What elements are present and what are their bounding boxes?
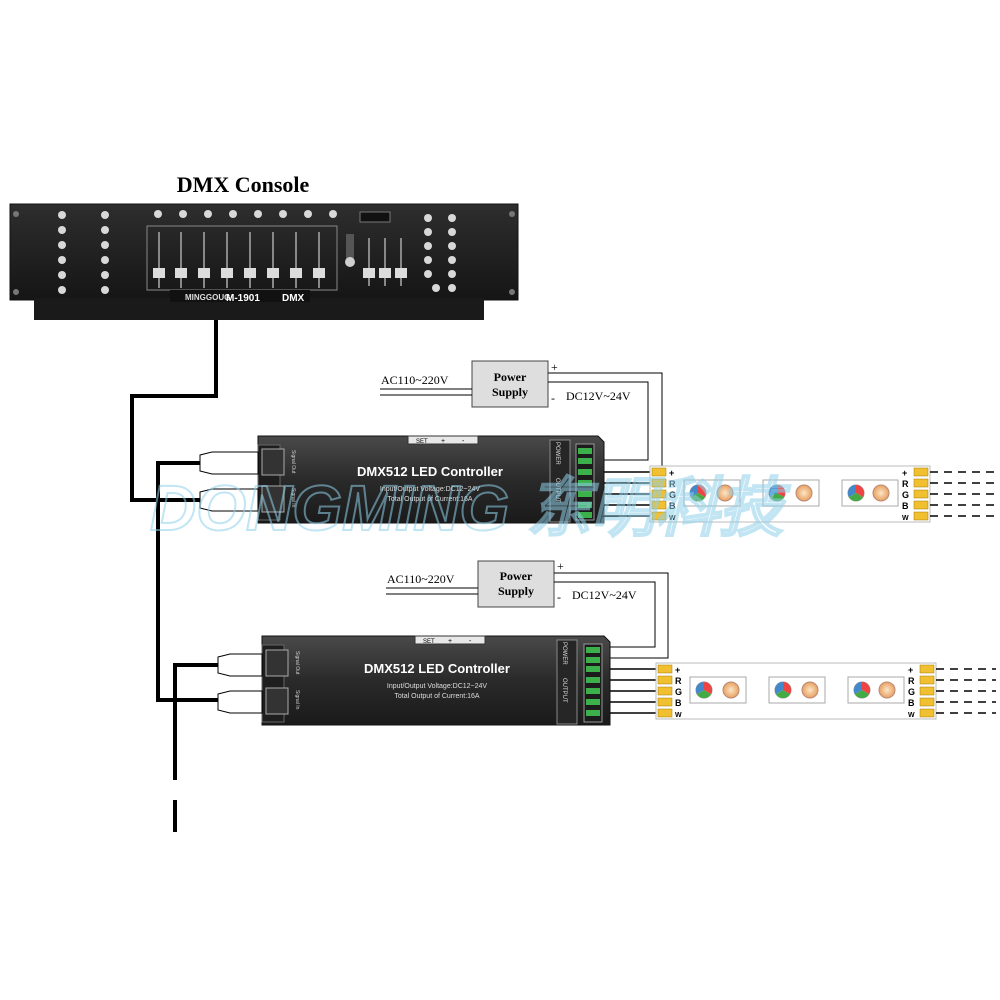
fader-channels bbox=[146, 225, 338, 291]
ctrl1-to-ctrl2-wire bbox=[156, 461, 218, 702]
led-pair bbox=[689, 676, 747, 704]
rj45-signal-out bbox=[261, 448, 285, 476]
strip-continuation bbox=[930, 471, 994, 517]
power-supply-box bbox=[477, 560, 555, 608]
strip-pin-label: G bbox=[902, 490, 909, 500]
minus-terminal: - bbox=[551, 391, 555, 405]
strip-pin-label: G bbox=[675, 687, 682, 697]
console-protocol: DMX bbox=[282, 293, 305, 304]
plus-terminal: + bbox=[557, 559, 564, 573]
strip-pin-label: R bbox=[908, 676, 915, 686]
strip-pin-label: B bbox=[902, 501, 909, 511]
page-title: DMX Console bbox=[177, 172, 310, 197]
strip-continuation bbox=[936, 668, 996, 714]
strip-pin-label: B bbox=[669, 501, 676, 511]
terminal-block bbox=[575, 443, 595, 521]
console-brand-plate: MINGGOUG M-1901 DMX bbox=[170, 290, 310, 304]
led-pair bbox=[847, 676, 905, 704]
power-supply-label: Power bbox=[500, 569, 533, 583]
console-display bbox=[345, 211, 391, 267]
dc-output-label: DC12V~24V bbox=[572, 588, 637, 602]
power-supply-label: Supply bbox=[498, 584, 534, 598]
led-pair bbox=[683, 479, 741, 507]
console-body bbox=[9, 203, 519, 301]
led-pair bbox=[841, 479, 899, 507]
power-supply-2: Power Supply AC110~220V + - DC12V~24V bbox=[386, 559, 669, 659]
scanner-buttons bbox=[58, 211, 109, 294]
watermark: DONGMING 东明科技 bbox=[150, 472, 791, 544]
minus-terminal: - bbox=[557, 590, 561, 604]
minus-button: - bbox=[469, 638, 472, 645]
power-supply-box bbox=[471, 360, 549, 408]
plus-button: + bbox=[441, 438, 445, 445]
strip-pin-label: W bbox=[675, 712, 682, 719]
strip-pin-label: B bbox=[675, 698, 682, 708]
strip-pin-label: G bbox=[669, 490, 676, 500]
console-to-ctrl1-wire bbox=[130, 320, 218, 502]
strip-pin-label: + bbox=[669, 468, 674, 478]
ctrl2-out-wire bbox=[173, 663, 218, 780]
console-bottom bbox=[34, 298, 484, 320]
controller-voltage: Input/Output Voltage:DC12~24V bbox=[387, 683, 488, 690]
strip-pin-label: + bbox=[902, 468, 907, 478]
power-supply-label: Supply bbox=[492, 385, 528, 399]
dmx-console: MINGGOUG M-1901 DMX bbox=[9, 203, 519, 320]
rj45-signal-out bbox=[265, 649, 289, 677]
strip-wires-1 bbox=[598, 471, 650, 517]
plus-terminal: + bbox=[551, 360, 558, 374]
output-label: OUTPUT bbox=[554, 478, 560, 503]
strip-pin-label: W bbox=[908, 712, 915, 719]
strip-pin-label: R bbox=[669, 479, 676, 489]
controller-title: DMX512 LED Controller bbox=[364, 661, 510, 676]
rj45-signal-in bbox=[261, 485, 285, 513]
scene-buttons bbox=[154, 210, 337, 218]
strip-pin-label: W bbox=[669, 515, 676, 522]
ac-input-label: AC110~220V bbox=[387, 572, 455, 586]
controller-current: Total Output of Current:16A bbox=[394, 693, 480, 700]
power-supply-1: Power Supply AC110~220V + - DC12V~24V bbox=[380, 360, 663, 473]
set-button: SET bbox=[423, 639, 435, 645]
rj45-plugs bbox=[217, 653, 263, 714]
led-pair bbox=[762, 479, 820, 507]
controller-voltage: Input/Output Voltage:DC12~24V bbox=[380, 486, 481, 493]
controller-title: DMX512 LED Controller bbox=[357, 464, 503, 479]
dmx512-controller-1: SET + - Signal Out Signal In DMX512 LED … bbox=[199, 435, 605, 524]
signal-out-label: Signal Out bbox=[294, 651, 300, 675]
console-model: M-1901 bbox=[226, 293, 260, 304]
rj45-plugs bbox=[199, 451, 259, 512]
strip-pin-label: W bbox=[902, 515, 909, 522]
strip-pin-label: B bbox=[908, 698, 915, 708]
strip-wires-2 bbox=[605, 668, 656, 714]
set-button: SET bbox=[416, 439, 428, 445]
power-label: POWER bbox=[554, 442, 560, 465]
function-buttons bbox=[424, 214, 456, 292]
led-strip-1: + R G B W + R G B W bbox=[649, 465, 994, 523]
strip-pin-label: + bbox=[908, 665, 913, 675]
rj45-signal-in bbox=[265, 687, 289, 715]
signal-in-label: Signal In bbox=[290, 488, 296, 508]
strip-pin-label: R bbox=[675, 676, 682, 686]
signal-in-label: Signal In bbox=[294, 690, 300, 710]
power-label: POWER bbox=[561, 642, 567, 665]
ac-input-label: AC110~220V bbox=[381, 373, 449, 387]
master-faders bbox=[363, 238, 407, 286]
output-label: OUTPUT bbox=[561, 678, 567, 703]
strip-pin-label: + bbox=[675, 665, 680, 675]
strip-pin-label: R bbox=[902, 479, 909, 489]
console-brand: MINGGOUG bbox=[185, 293, 230, 302]
power-supply-label: Power bbox=[494, 370, 527, 384]
led-pair bbox=[768, 676, 826, 704]
dmx512-controller-2: SET + - Signal Out Signal In DMX512 LED … bbox=[217, 635, 611, 726]
strip-pin-label: G bbox=[908, 687, 915, 697]
dmx-signal-wires bbox=[130, 320, 218, 832]
led-strip-2: + R G B W + R G B W bbox=[655, 662, 996, 720]
plus-button: + bbox=[448, 638, 452, 645]
dc-output-label: DC12V~24V bbox=[566, 389, 631, 403]
signal-out-label: Signal Out bbox=[290, 450, 296, 474]
terminal-block bbox=[583, 643, 603, 723]
minus-button: - bbox=[462, 438, 465, 445]
controller-current: Total Output of Current:16A bbox=[387, 496, 473, 503]
